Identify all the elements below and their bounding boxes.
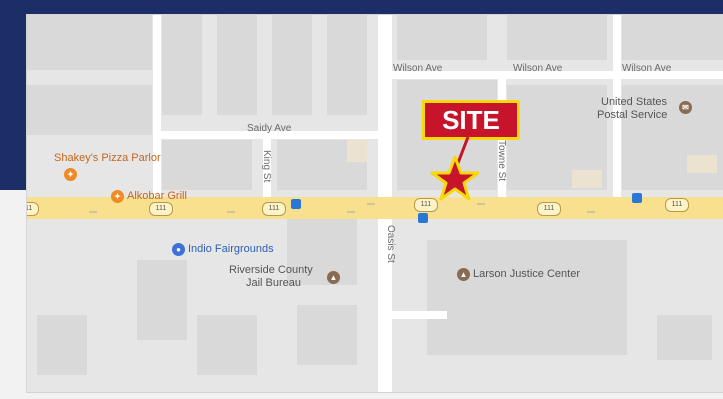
street-label-wilson-ave: Wilson Ave — [393, 63, 443, 74]
street-label-saidy-ave: Saidy Ave — [247, 123, 292, 134]
poi-label-fairgrounds[interactable]: Indio Fairgrounds — [188, 243, 274, 255]
bus-stop-icon[interactable] — [632, 193, 642, 203]
poi-label-jail-bureau[interactable]: Jail Bureau — [246, 277, 302, 289]
street-label-wilson-ave: Wilson Ave — [513, 63, 563, 74]
route-shield: 111 — [262, 202, 286, 216]
street-label-oasis-st: Oasis St — [385, 225, 396, 263]
route-shield: 111 — [149, 202, 173, 216]
post-office-icon[interactable]: ✉ — [679, 101, 692, 114]
poi-label-alkobar[interactable]: Alkobar Grill — [127, 190, 187, 202]
site-label: SITE — [422, 100, 520, 140]
map-view[interactable]: Wilson Ave Wilson Ave Wilson Ave Saidy A… — [26, 14, 723, 393]
bus-stop-icon[interactable] — [418, 213, 428, 223]
street-label-king-st: King St — [261, 150, 272, 183]
restaurant-icon[interactable]: ✦ — [111, 190, 124, 203]
restaurant-icon[interactable]: ✦ — [64, 168, 77, 181]
street-label-towne-st: Towne St — [496, 140, 507, 182]
poi-label-united-states[interactable]: United States — [601, 96, 668, 108]
route-shield: 111 — [537, 202, 561, 216]
route-shield: 111 — [665, 198, 689, 212]
route-shield: 111 — [414, 198, 438, 212]
poi-label-shakeys[interactable]: Shakey's Pizza Parlor — [54, 152, 161, 164]
route-shield: 111 — [27, 202, 39, 216]
map-canvas — [27, 15, 723, 392]
poi-label-larson-justice-center[interactable]: Larson Justice Center — [473, 268, 580, 280]
poi-label-postal-service[interactable]: Postal Service — [597, 109, 668, 121]
courthouse-icon[interactable]: ▲ — [327, 271, 340, 284]
bus-stop-icon[interactable] — [291, 199, 301, 209]
star-marker-icon[interactable] — [427, 135, 487, 210]
street-label-wilson-ave: Wilson Ave — [622, 63, 672, 74]
poi-label-riverside-county[interactable]: Riverside County — [229, 264, 313, 276]
fairgrounds-icon[interactable]: ● — [172, 243, 185, 256]
courthouse-icon[interactable]: ▲ — [457, 268, 470, 281]
